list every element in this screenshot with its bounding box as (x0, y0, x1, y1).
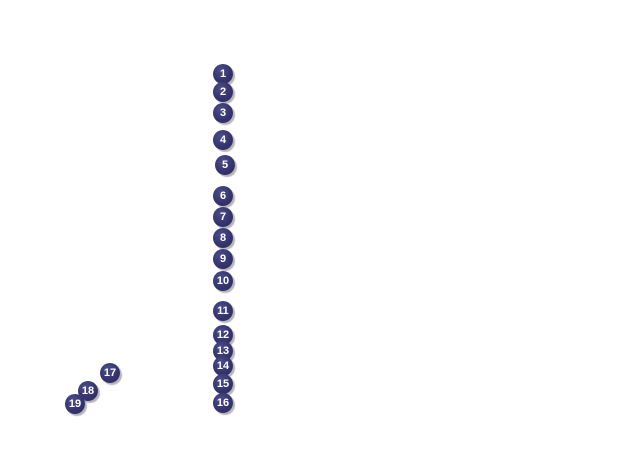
marker-9-label: 9 (219, 253, 227, 265)
marker-9[interactable]: 9 (213, 249, 233, 269)
marker-2-label: 2 (219, 86, 227, 98)
marker-15-label: 15 (216, 378, 230, 390)
marker-3-label: 3 (219, 107, 227, 119)
marker-4-label: 4 (219, 134, 227, 146)
marker-10-label: 10 (216, 275, 230, 287)
marker-14[interactable]: 14 (213, 356, 233, 376)
marker-12[interactable]: 12 (213, 325, 233, 345)
marker-2[interactable]: 2 (213, 82, 233, 102)
marker-15[interactable]: 15 (213, 374, 233, 394)
marker-8[interactable]: 8 (213, 228, 233, 248)
marker-10[interactable]: 10 (213, 271, 233, 291)
marker-5-label: 5 (221, 159, 229, 171)
marker-14-label: 14 (216, 360, 230, 372)
marker-8-label: 8 (219, 232, 227, 244)
marker-16-label: 16 (216, 397, 230, 409)
marker-4[interactable]: 4 (213, 130, 233, 150)
marker-6[interactable]: 6 (213, 186, 233, 206)
marker-18-label: 18 (81, 385, 95, 397)
marker-17[interactable]: 17 (100, 363, 120, 383)
marker-13-label: 13 (216, 345, 230, 357)
marker-7[interactable]: 7 (213, 207, 233, 227)
marker-6-label: 6 (219, 190, 227, 202)
marker-3[interactable]: 3 (213, 103, 233, 123)
marker-19[interactable]: 19 (65, 394, 85, 414)
marker-11-label: 11 (217, 305, 229, 317)
marker-19-label: 19 (68, 398, 82, 410)
marker-7-label: 7 (219, 211, 227, 223)
marker-12-label: 12 (216, 329, 230, 341)
marker-11[interactable]: 11 (213, 301, 233, 321)
marker-18[interactable]: 18 (78, 381, 98, 401)
marker-1-label: 1 (219, 68, 227, 80)
marker-17-label: 17 (103, 367, 117, 379)
marker-1[interactable]: 1 (213, 64, 233, 84)
marker-16[interactable]: 16 (213, 393, 233, 413)
marker-5[interactable]: 5 (215, 155, 235, 175)
